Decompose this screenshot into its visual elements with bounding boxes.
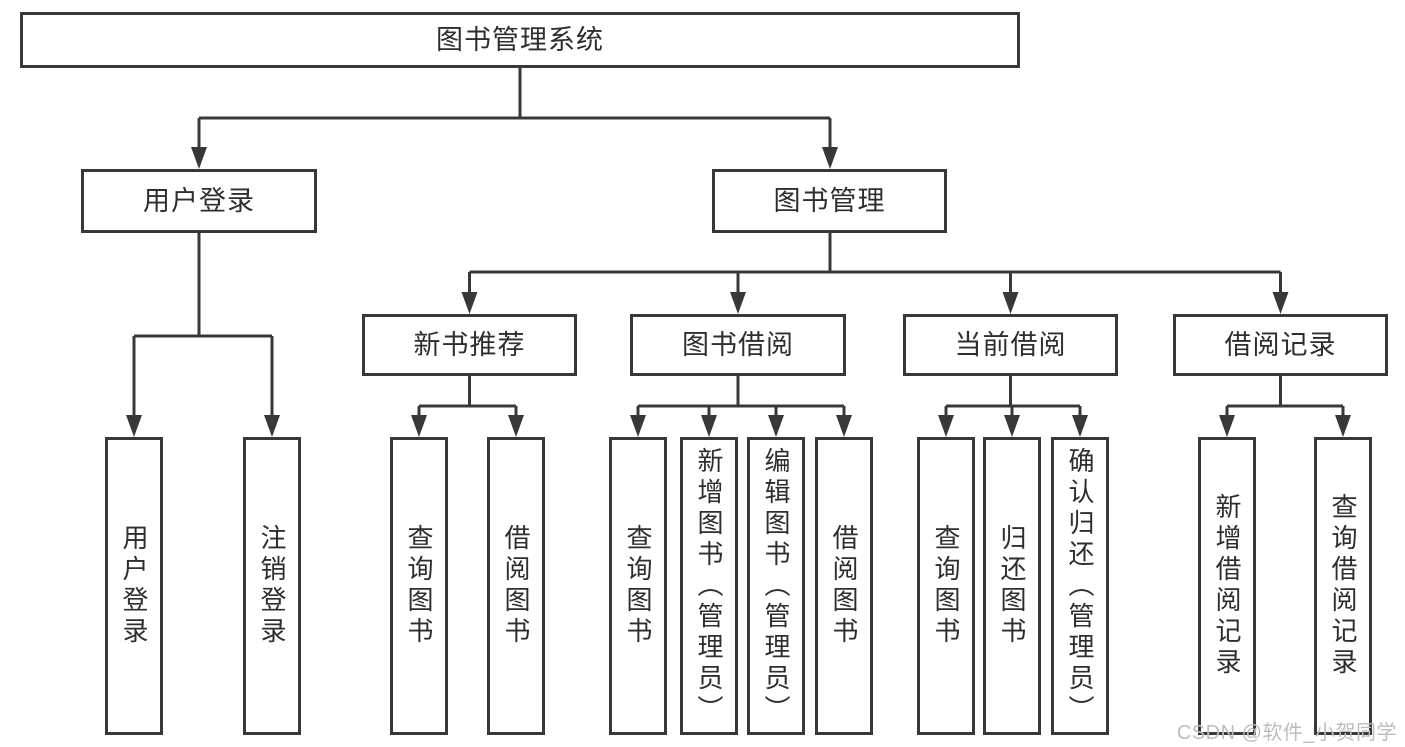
leaf-label: 新增借阅记录 (1212, 493, 1242, 679)
leaf-borrow-books: 借阅图书 (815, 437, 873, 735)
leaf-edit-books-admin: 编辑图书（管理员） (747, 437, 805, 735)
leaf-label: 用户登录 (119, 524, 149, 648)
leaf-query-books: 查询图书 (609, 437, 667, 735)
leaf-label: 查询图书 (623, 524, 653, 648)
node-label: 图书管理系统 (436, 24, 604, 55)
leaf-add-borrow-record: 新增借阅记录 (1198, 437, 1256, 735)
node-book-management: 图书管理 (712, 169, 947, 233)
leaf-user-login: 用户登录 (105, 437, 163, 735)
leaf-return-books: 归还图书 (983, 437, 1041, 735)
node-label: 新书推荐 (413, 329, 526, 360)
leaf-label: 借阅图书 (501, 524, 531, 648)
node-label: 用户登录 (143, 185, 255, 216)
leaf-label: 查询借阅记录 (1328, 493, 1358, 679)
leaf-label: 查询图书 (404, 524, 434, 648)
node-user-login: 用户登录 (81, 169, 317, 233)
arrowheads (126, 147, 1351, 437)
leaf-query-books: 查询图书 (917, 437, 975, 735)
leaf-borrow-books: 借阅图书 (487, 437, 545, 735)
node-label: 借阅记录 (1224, 329, 1337, 360)
leaf-query-books: 查询图书 (390, 437, 448, 735)
leaf-logout: 注销登录 (243, 437, 301, 735)
node-new-book-recommendation: 新书推荐 (362, 314, 577, 376)
node-label: 当前借阅 (954, 329, 1067, 360)
csdn-watermark: CSDN @软件_小贺同学 (1176, 722, 1397, 744)
leaf-label: 新增图书（管理员） (694, 446, 724, 726)
leaf-label: 注销登录 (257, 524, 287, 648)
node-label: 图书管理 (773, 185, 886, 216)
node-borrowing-records: 借阅记录 (1173, 314, 1388, 376)
node-library-management-system: 图书管理系统 (20, 12, 1020, 68)
node-current-borrowing: 当前借阅 (903, 314, 1118, 376)
leaf-add-books-admin: 新增图书（管理员） (680, 437, 738, 735)
leaf-label: 归还图书 (997, 524, 1027, 648)
leaf-confirm-return-admin: 确认归还（管理员） (1051, 437, 1109, 735)
leaf-label: 查询图书 (931, 524, 961, 648)
leaf-label: 确认归还（管理员） (1065, 446, 1095, 726)
node-label: 图书借阅 (682, 329, 794, 360)
leaf-query-borrow-record: 查询借阅记录 (1314, 437, 1372, 735)
node-book-borrowing: 图书借阅 (630, 314, 846, 376)
leaf-label: 借阅图书 (829, 524, 859, 648)
leaf-label: 编辑图书（管理员） (761, 446, 791, 726)
